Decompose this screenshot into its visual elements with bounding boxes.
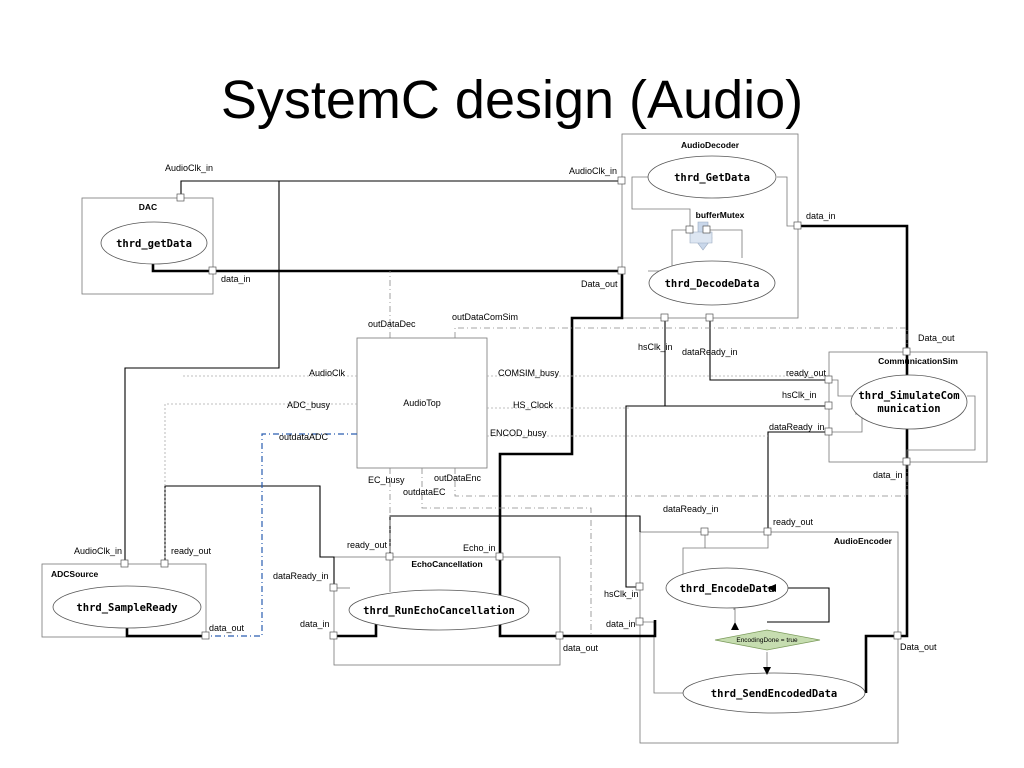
block-audio-top[interactable]: AudioTop xyxy=(356,337,488,469)
label-comm-dataready-in: dataReady_in xyxy=(769,422,825,432)
label-top-outdataec: outdataEC xyxy=(403,487,446,497)
label-enc-ready-out: ready_out xyxy=(773,517,814,527)
label-adc-data-out: data_out xyxy=(209,623,245,633)
process-decoder-decodedata-label: thrd_DecodeData xyxy=(665,278,760,290)
process-encoder-send-label: thrd_SendEncodedData xyxy=(711,688,837,700)
process-encoder-encode[interactable]: thrd_EncodeData xyxy=(665,567,789,609)
block-audio-encoder-label: AudioEncoder xyxy=(834,536,893,546)
block-echo-cancellation-label: EchoCancellation xyxy=(411,559,482,569)
label-echo-dataready-in: dataReady_in xyxy=(273,571,329,581)
process-echo-run-label: thrd_RunEchoCancellation xyxy=(363,605,515,617)
label-dec-data-out: Data_out xyxy=(581,279,618,289)
block-dac-label: DAC xyxy=(139,202,157,212)
label-comm-hsclk-in: hsClk_in xyxy=(782,390,817,400)
label-comm-data-in: data_in xyxy=(873,470,903,480)
label-dec-audioclk-in: AudioClk_in xyxy=(569,166,617,176)
label-top-audioclk: AudioClk xyxy=(309,368,346,378)
label-echo-echo-in: Echo_in xyxy=(463,543,496,553)
connections xyxy=(124,176,976,694)
label-top-outdataenc: outDataEnc xyxy=(434,473,482,483)
encoding-done-decision[interactable]: EncodingDone = true xyxy=(714,629,821,651)
ports xyxy=(120,176,911,640)
process-decoder-getdata[interactable]: thrd_GetData xyxy=(647,155,777,199)
label-adc-ready-out: ready_out xyxy=(171,546,212,556)
process-adc-sampleready-label: thrd_SampleReady xyxy=(76,602,178,614)
label-echo-ready-out: ready_out xyxy=(347,540,388,550)
process-dac-getdata[interactable]: thrd_getData xyxy=(100,221,208,265)
label-top-outdataadc: outdataADC xyxy=(279,432,329,442)
label-dac-data-in: data_in xyxy=(221,274,251,284)
process-adc-sampleready[interactable]: thrd_SampleReady xyxy=(52,585,202,629)
block-communication-sim-label: CommunicationSim xyxy=(878,356,958,366)
label-echo-data-out: data_out xyxy=(563,643,599,653)
block-audio-decoder-label: AudioDecoder xyxy=(681,140,740,150)
process-decoder-getdata-label: thrd_GetData xyxy=(674,172,750,184)
label-top-outdatadec: outDataDec xyxy=(368,319,416,329)
label-top-adc-busy: ADC_busy xyxy=(287,400,331,410)
block-audio-top-label: AudioTop xyxy=(403,398,441,408)
slide-title: SystemC design (Audio) xyxy=(221,70,803,130)
label-top-comsim-busy: COMSIM_busy xyxy=(498,368,560,378)
buffer-mutex-label: bufferMutex xyxy=(696,210,745,220)
label-top-ec-busy: EC_busy xyxy=(368,475,405,485)
process-comm-simulate-label-2: munication xyxy=(877,403,940,415)
label-dec-data-in: data_in xyxy=(806,211,836,221)
process-encoder-encode-label: thrd_EncodeData xyxy=(680,583,775,595)
label-dac-audioclk-in: AudioClk_in xyxy=(165,163,213,173)
label-top-encod-busy: ENCOD_busy xyxy=(490,428,547,438)
label-top-outdatacomsim: outDataComSim xyxy=(452,312,518,322)
process-decoder-decodedata[interactable]: thrd_DecodeData xyxy=(648,260,776,306)
label-echo-data-in: data_in xyxy=(300,619,330,629)
label-enc-data-out: Data_out xyxy=(900,642,937,652)
encoding-done-label: EncodingDone = true xyxy=(736,637,798,644)
process-comm-simulate-label-1: thrd_SimulateCom xyxy=(858,390,959,402)
process-dac-getdata-label: thrd_getData xyxy=(116,238,192,250)
arrowheads xyxy=(731,584,776,675)
label-enc-hsclk-in: hsClk_in xyxy=(604,589,639,599)
port-labels: AudioClk_in data_in AudioClk_in data_in … xyxy=(74,163,955,653)
process-echo-run[interactable]: thrd_RunEchoCancellation xyxy=(348,589,530,631)
block-adc-source-label: ADCSource xyxy=(51,569,99,579)
process-comm-simulate[interactable]: thrd_SimulateCom munication xyxy=(850,374,968,430)
label-comm-ready-out: ready_out xyxy=(786,368,827,378)
label-hsclk-in-mid: hsClk_in xyxy=(638,342,673,352)
process-encoder-send[interactable]: thrd_SendEncodedData xyxy=(682,672,866,714)
label-enc-data-in: data_in xyxy=(606,619,636,629)
label-dataready-in-mid: dataReady_in xyxy=(682,347,738,357)
label-adc-audioclk-in: AudioClk_in xyxy=(74,546,122,556)
label-top-hs-clock: HS_Clock xyxy=(513,400,554,410)
label-enc-dataready-in: dataReady_in xyxy=(663,504,719,514)
label-comm-data-out: Data_out xyxy=(918,333,955,343)
